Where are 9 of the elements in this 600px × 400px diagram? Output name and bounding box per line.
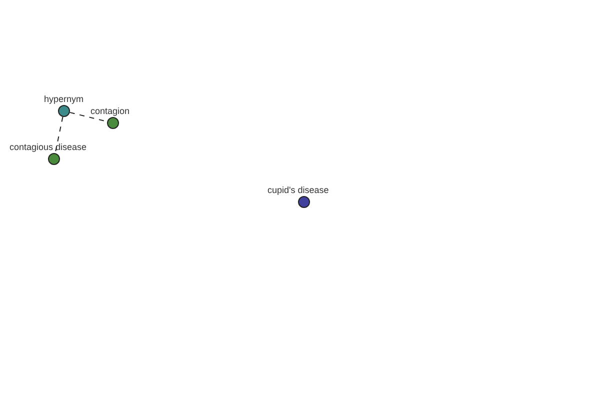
node-dot <box>298 196 310 208</box>
node-dot <box>107 117 119 129</box>
node-label: contagious disease <box>10 142 87 153</box>
node-label: hypernym <box>44 94 84 105</box>
node-label: cupid's disease <box>268 185 329 196</box>
node-dot <box>58 105 70 117</box>
dashed-line <box>54 116 64 154</box>
node-label: contagion <box>90 106 130 117</box>
node-dot <box>48 153 60 165</box>
